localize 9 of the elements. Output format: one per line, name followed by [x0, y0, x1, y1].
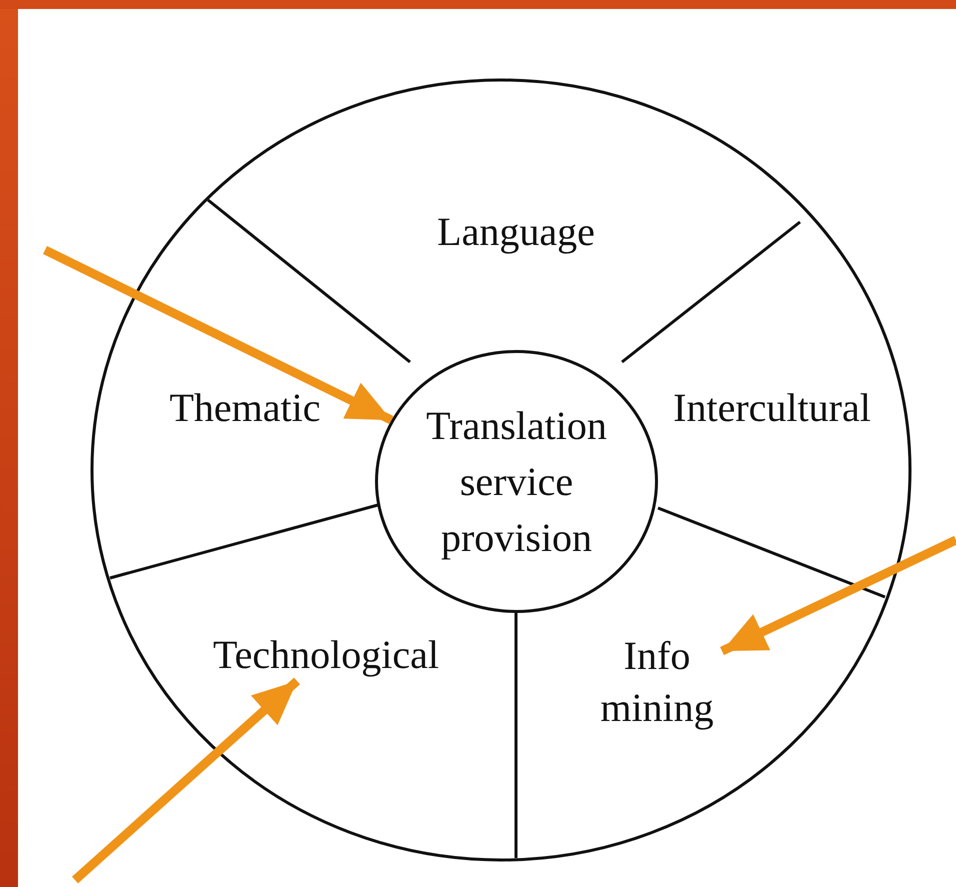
arrow [720, 536, 956, 656]
segment-label: Intercultural [673, 382, 871, 434]
segment-label: Language [437, 206, 595, 258]
center-label: Translation service provision [425, 402, 608, 562]
segment-label: Technological [213, 629, 439, 681]
arrow [72, 678, 300, 884]
segment-label: Info mining [592, 630, 722, 734]
arrow [43, 246, 394, 424]
segment-label: Thematic [169, 382, 321, 434]
